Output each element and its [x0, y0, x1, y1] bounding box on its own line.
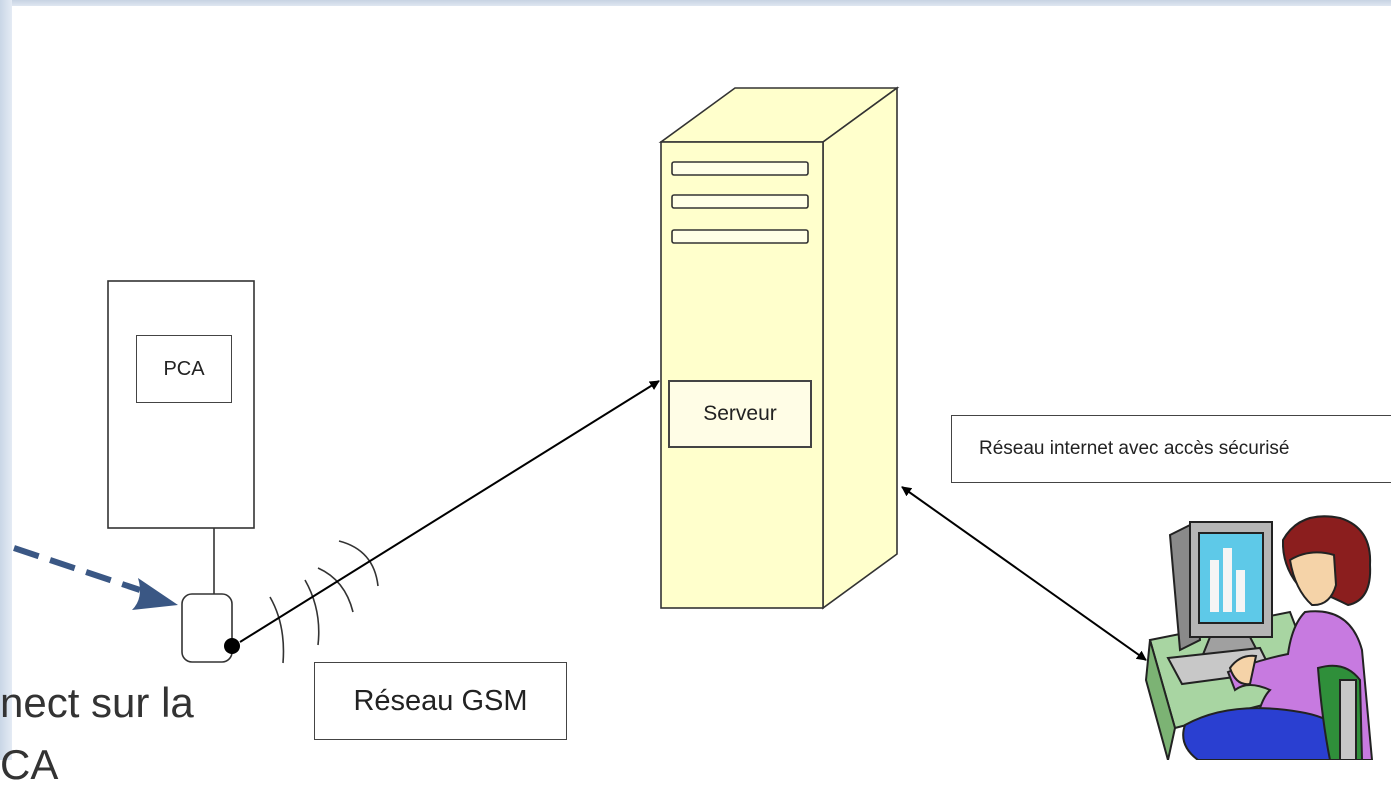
server-tower-icon: [658, 86, 900, 610]
cut-off-caption-text: nect sur la CA: [0, 679, 194, 788]
dashed-arrowhead: [132, 578, 178, 610]
wireless-waves-icon: [269, 540, 379, 664]
slide-frame-left: [0, 0, 12, 760]
internet-network-label-box: Réseau internet avec accès sécurisé: [951, 415, 1391, 483]
serveur-label-box: Serveur: [668, 380, 812, 448]
gsm-network-label-box: Réseau GSM: [314, 662, 567, 740]
slide-frame-top: [0, 0, 1391, 6]
server-user-double-arrow: [901, 486, 1147, 661]
pca-label-box: PCA: [136, 335, 232, 403]
pca-cabinet: [107, 280, 255, 529]
dashed-arrow: [13, 545, 141, 593]
gsm-modem-icon: [181, 593, 233, 663]
user-at-computer-icon: [1144, 515, 1374, 760]
network-diagram: [13, 86, 1374, 760]
gsm-to-server-arrow: [239, 380, 660, 643]
antenna-dot: [224, 638, 240, 654]
